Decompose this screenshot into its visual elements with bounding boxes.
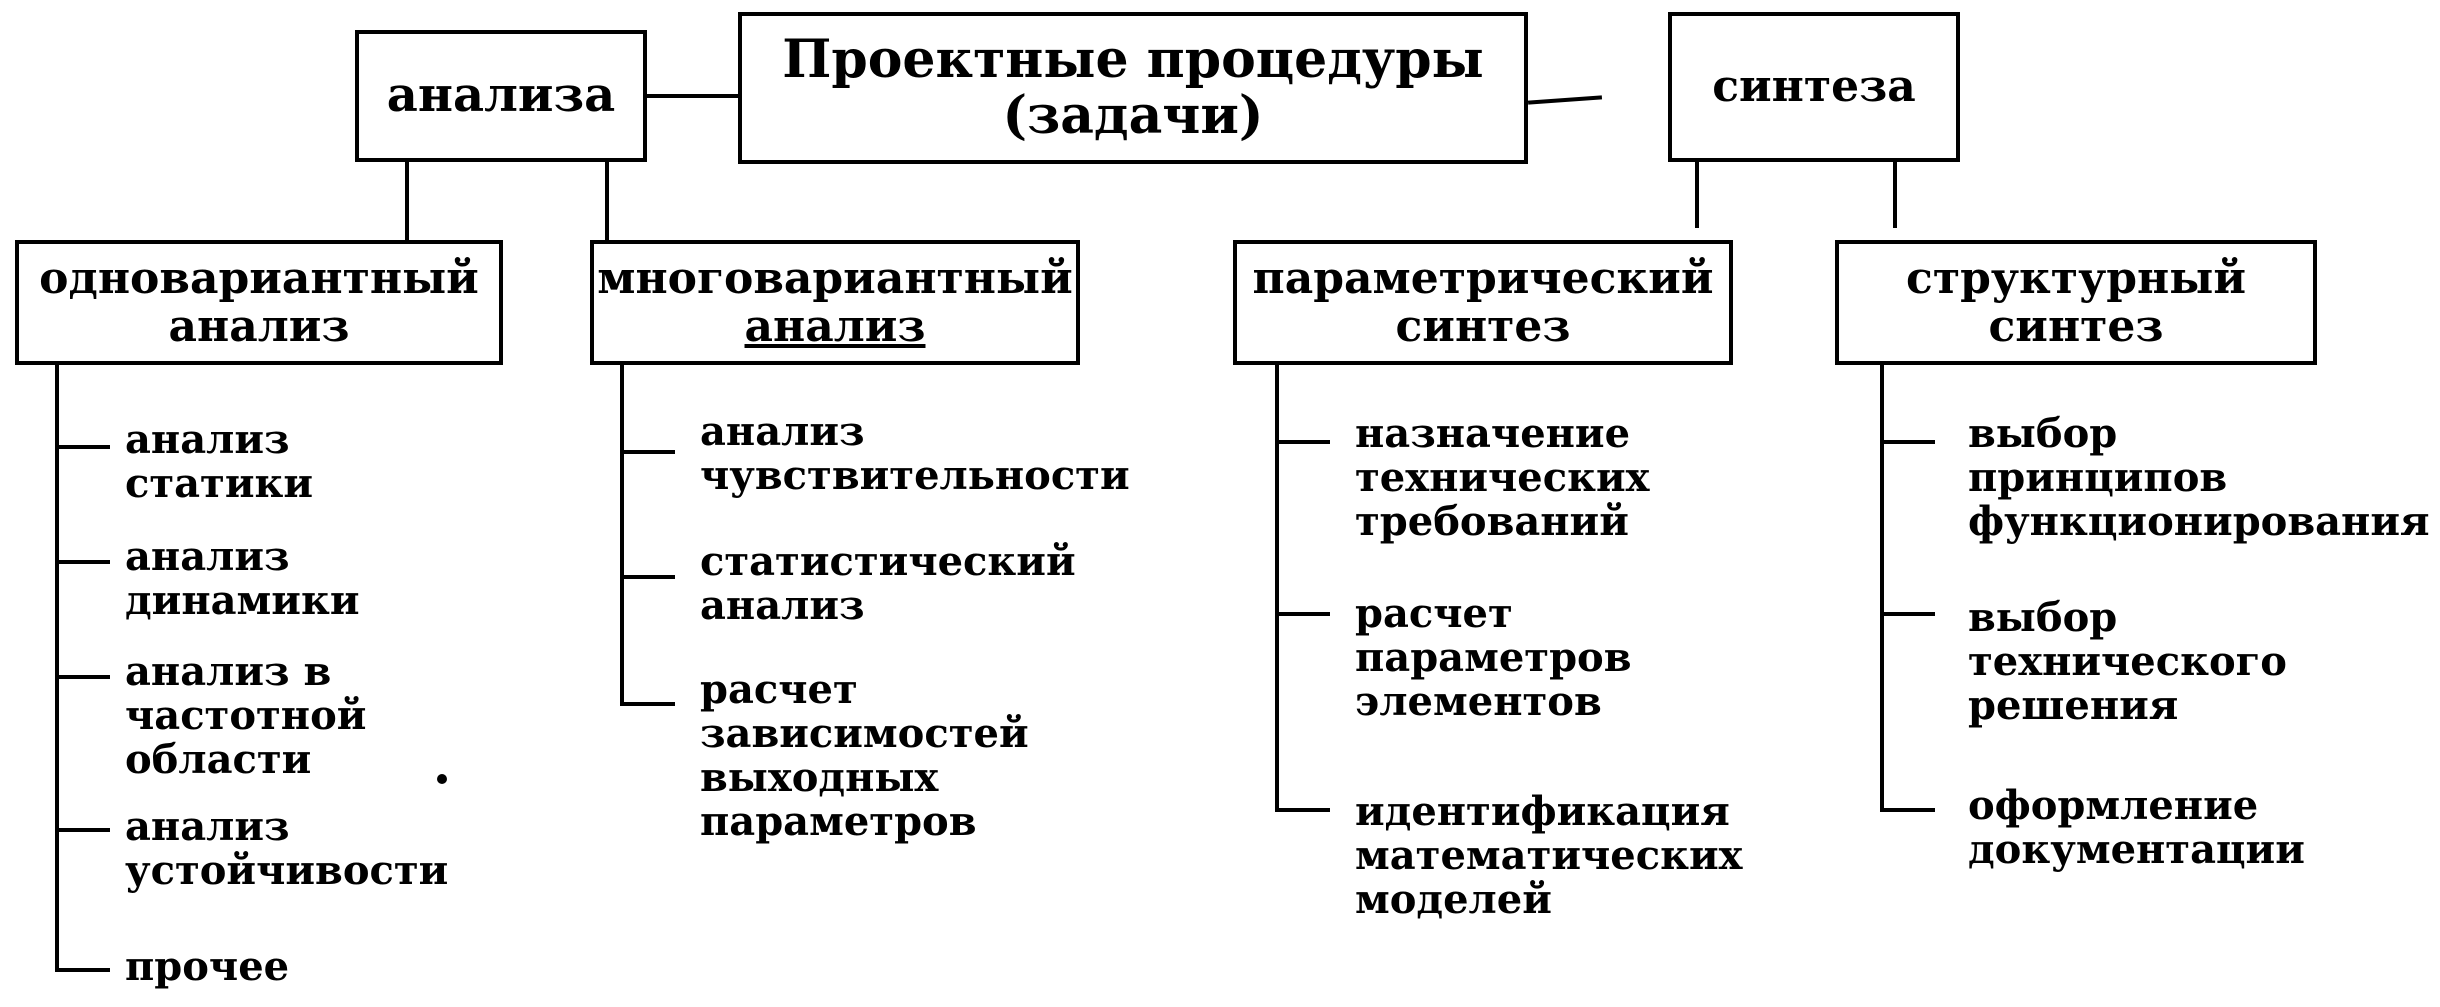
root-box: Проектные процедуры (задачи) [738,12,1528,164]
param-item-calculation: расчет параметров элементов [1355,590,1632,725]
param-tick-1 [1275,440,1330,444]
synthesis-label: синтеза [1712,61,1916,113]
connector-analysis-root [647,94,738,98]
connector-synthesis-param [1695,162,1699,228]
param-tick-2 [1275,612,1330,616]
struct-tick-3 [1880,808,1935,812]
connector-analysis-single [405,162,409,240]
param-item-requirements: назначение технических требований [1355,410,1650,545]
single-line2: анализ [168,300,350,352]
single-item-dynamics: анализ динамики [125,533,360,624]
dot [437,774,447,784]
multi-item-dependencies: расчет зависимостей выходных параметров [700,666,1029,845]
struct-item-technical: выбор технического решения [1968,594,2287,729]
connector-analysis-multi [605,162,609,240]
multi-trunk [620,365,624,705]
single-item-frequency: анализ в частотной области [125,648,367,783]
parametric-box: параметрический синтез [1233,240,1733,365]
multi-line1: многовариантный [597,252,1073,304]
synthesis-box: синтеза [1668,12,1960,162]
single-tick-5 [55,968,110,972]
connector-synthesis-struct [1893,162,1897,228]
multi-tick-1 [620,450,675,454]
single-tick-2 [55,560,110,564]
single-variant-box: одновариантный анализ [15,240,503,365]
param-line1: параметрический [1252,252,1714,304]
single-tick-3 [55,675,110,679]
multi-line2: анализ [744,300,926,352]
connector-root-synthesis [1527,95,1603,105]
multi-variant-box: многовариантный анализ [590,240,1080,365]
single-tick-4 [55,828,110,832]
multi-item-statistical: статистический анализ [700,538,1076,629]
analysis-label: анализа [386,67,616,124]
struct-tick-2 [1880,612,1935,616]
multi-tick-3 [620,702,675,706]
single-item-stability: анализ устойчивости [125,803,449,894]
param-trunk [1275,365,1279,810]
struct-line1: структурный [1906,252,2246,304]
single-line1: одновариантный [39,252,479,304]
multi-item-sensitivity: анализ чувствительности [700,408,1130,499]
single-item-statics: анализ статики [125,416,314,507]
struct-trunk [1880,365,1884,810]
single-item-other: прочее [125,943,290,990]
multi-tick-2 [620,575,675,579]
root-title-line1: Проектные процедуры [782,28,1484,90]
param-line2: синтез [1395,300,1571,352]
struct-line2: синтез [1988,300,2164,352]
struct-item-documentation: оформление документации [1968,782,2305,873]
param-tick-3 [1275,808,1330,812]
root-title-line2: (задачи) [1002,85,1264,146]
param-item-identification: идентификация математических моделей [1355,788,1743,923]
structural-box: структурный синтез [1835,240,2317,365]
struct-tick-1 [1880,440,1935,444]
single-tick-1 [55,445,110,449]
analysis-box: анализа [355,30,647,162]
struct-item-principles: выбор принципов функционирования [1968,410,2430,545]
single-trunk [55,365,59,970]
